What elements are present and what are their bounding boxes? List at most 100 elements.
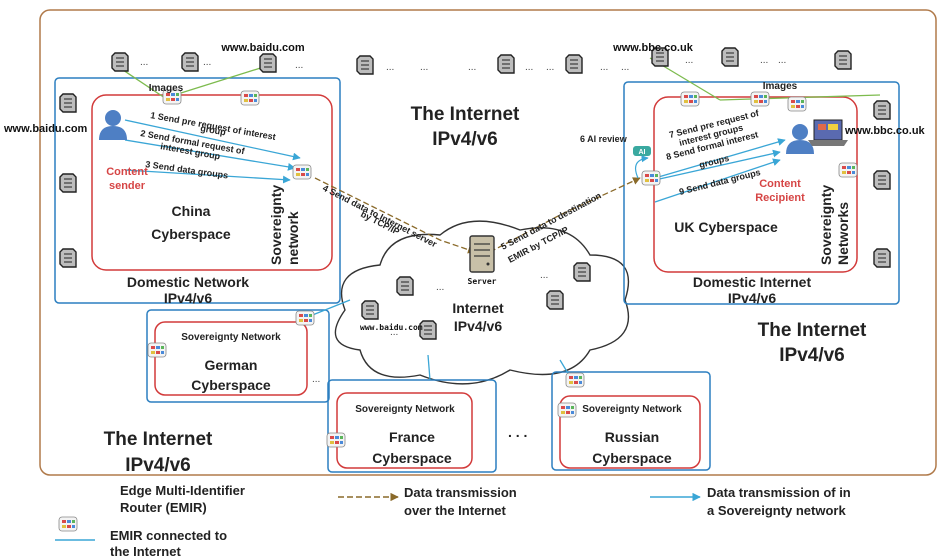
region-name: China xyxy=(172,203,211,219)
legend-emir-label: Router (EMIR) xyxy=(120,500,207,515)
router-icon xyxy=(557,402,577,418)
ellipsis: ... xyxy=(420,62,428,73)
server-label: Server xyxy=(468,277,497,286)
cloud-label: IPv4/v6 xyxy=(454,318,502,334)
arrow-step-3 xyxy=(124,169,291,184)
laptop-icon xyxy=(808,119,848,146)
ai-badge: AI xyxy=(633,146,651,156)
router-icon xyxy=(147,342,167,358)
arrow-step-4 xyxy=(314,177,476,254)
router-icon xyxy=(750,91,770,107)
network-node-icon xyxy=(111,52,129,72)
network-node-icon xyxy=(396,276,414,296)
network-node-icon xyxy=(721,47,739,67)
german-sovereignty-box xyxy=(154,321,308,396)
ellipsis: ... xyxy=(525,62,533,73)
china-sovereignty-box xyxy=(91,94,333,271)
url-label: www.bbc.co.uk xyxy=(612,42,694,54)
url-label: www.baidu.com xyxy=(360,322,423,332)
network-node-icon xyxy=(59,248,77,268)
internet-link-line xyxy=(119,67,166,99)
ellipsis: ... xyxy=(685,55,693,66)
german-network-box xyxy=(146,309,330,403)
ellipsis: ... xyxy=(468,62,476,73)
region-name: Cyberspace xyxy=(372,450,452,466)
role-label: Recipient xyxy=(755,192,805,204)
content-recipient-icon xyxy=(786,124,814,154)
ellipsis: ... xyxy=(203,57,211,68)
router-icon xyxy=(787,96,807,112)
internet-link-line xyxy=(427,354,431,381)
internet-subtitle: IPv4/v6 xyxy=(779,345,845,366)
network-node-icon xyxy=(565,54,583,74)
legend-sovereignty-transmission-label: Data transmission of in xyxy=(707,485,851,500)
arrow-step-8 xyxy=(654,149,781,181)
url-label: www.baidu.com xyxy=(3,123,88,135)
region-name: UK Cyberspace xyxy=(674,219,778,235)
domestic-network-label: IPv4/v6 xyxy=(164,290,212,306)
network-node-icon xyxy=(497,54,515,74)
ellipsis: ... xyxy=(760,55,768,66)
router-icon xyxy=(680,91,700,107)
images-label: Images xyxy=(763,81,798,92)
ellipsis: ... xyxy=(600,62,608,73)
ellipsis: ... xyxy=(140,57,148,68)
uk-domestic-network-box xyxy=(623,81,900,305)
content-sender-icon xyxy=(99,110,127,140)
network-node-icon xyxy=(259,53,277,73)
step-label: 3 Send data groups xyxy=(145,159,229,181)
internet-subtitle: IPv4/v6 xyxy=(432,129,498,150)
router-icon xyxy=(326,432,346,448)
server-icon xyxy=(469,235,495,273)
network-node-icon xyxy=(573,262,591,282)
role-label: sender xyxy=(109,180,146,192)
ellipsis: ... xyxy=(546,62,554,73)
region-name: Cyberspace xyxy=(151,226,231,242)
ellipsis: ... xyxy=(436,282,444,293)
ellipsis: ... xyxy=(540,270,548,281)
sovereignty-network-label: network xyxy=(285,211,301,265)
legend-emir-connected-label: EMIR connected to xyxy=(110,528,227,543)
cloud-label: Internet xyxy=(452,300,504,316)
legend-internet-transmission-label: Data transmission xyxy=(404,485,517,500)
region-name: Cyberspace xyxy=(191,377,271,393)
legend-emir-label: Edge Multi-Identifier xyxy=(120,483,245,498)
internet-link-line xyxy=(164,64,271,99)
role-label: Content xyxy=(759,178,801,190)
ellipsis: ... xyxy=(390,327,398,338)
internet-boundary xyxy=(39,9,937,476)
images-label: Images xyxy=(149,83,184,94)
sovereignty-network-label: Sovereignty Network xyxy=(582,404,682,415)
ellipsis: ... xyxy=(621,62,629,73)
region-name: France xyxy=(389,429,435,445)
router-icon xyxy=(295,310,315,326)
network-node-icon xyxy=(59,93,77,113)
ai-review-loop xyxy=(635,155,649,179)
sovereignty-network-label: Sovereignty Network xyxy=(355,404,455,415)
network-node-icon xyxy=(546,290,564,310)
internet-cloud xyxy=(334,220,630,385)
router-icon xyxy=(838,162,858,178)
arrow-step-7 xyxy=(654,138,786,179)
step-label: 6 AI review xyxy=(580,134,628,144)
ellipsis: ... xyxy=(386,62,394,73)
internet-title: The Internet xyxy=(104,429,213,450)
domestic-network-label: Domestic Network xyxy=(127,274,249,290)
region-name: German xyxy=(205,357,258,373)
legend-sovereignty-transmission-label: a Sovereignty network xyxy=(707,503,846,518)
arrow-step-1 xyxy=(124,119,301,161)
role-label: Content xyxy=(106,166,148,178)
legend-router-icon xyxy=(58,516,78,532)
network-node-icon xyxy=(59,173,77,193)
router-icon xyxy=(641,170,661,186)
internet-title: The Internet xyxy=(758,320,867,341)
region-name: Cyberspace xyxy=(592,450,672,466)
france-sovereignty-box xyxy=(336,392,473,469)
sovereignty-network-label: Sovereignty Network xyxy=(181,332,281,343)
legend-internet-transmission-label: over the Internet xyxy=(404,503,507,518)
router-icon xyxy=(240,90,260,106)
step-label: group xyxy=(200,123,227,137)
france-network-box xyxy=(327,379,497,473)
